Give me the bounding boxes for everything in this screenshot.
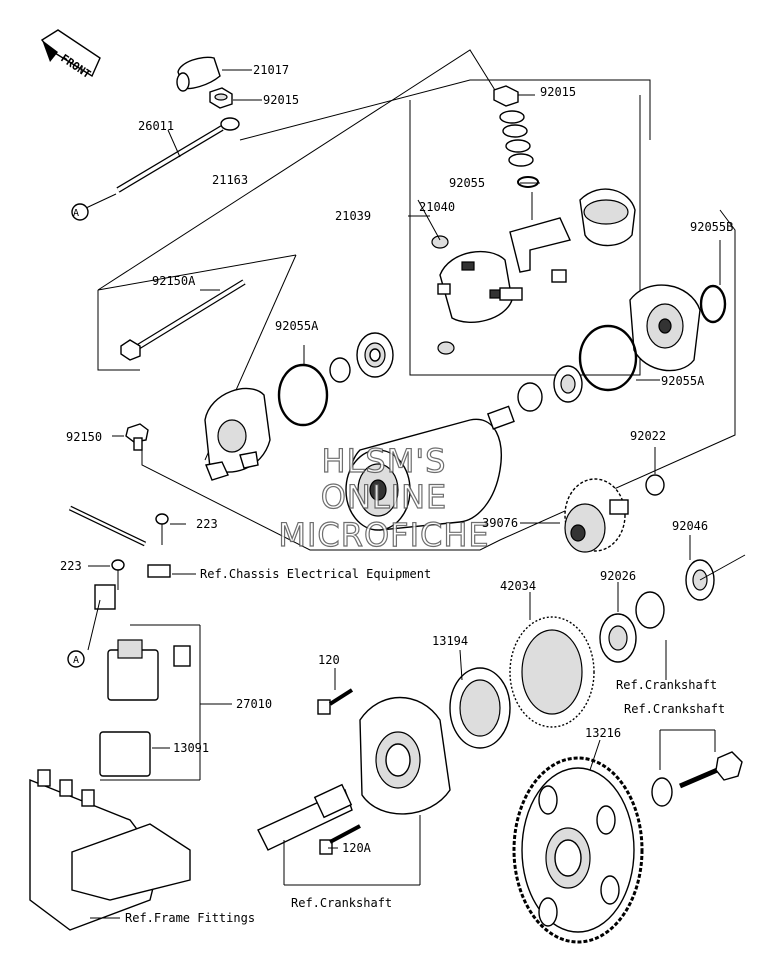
frame-fitting — [29, 769, 191, 931]
relay-cover-13091 — [99, 731, 151, 777]
label-223-a: 223 — [196, 517, 218, 531]
label-21039: 21039 — [335, 209, 371, 223]
yoke-cup — [579, 188, 636, 247]
bearing-left — [356, 332, 394, 378]
label-13091: 13091 — [173, 741, 209, 755]
ref-crankshaft-1: Ref.Crankshaft — [616, 678, 717, 692]
connector-a-top: A — [73, 208, 79, 219]
ref-crankshaft-2: Ref.Crankshaft — [624, 702, 725, 716]
watermark-line-3: MICROFICHE — [278, 516, 489, 554]
label-21040: 21040 — [419, 200, 455, 214]
spacer-92026 — [599, 591, 665, 663]
one-way-clutch-42034 — [509, 616, 595, 728]
o-ring-92055B — [699, 284, 727, 324]
gear-bolt — [651, 751, 743, 807]
bolt-120A — [319, 824, 361, 855]
screw-223-a — [155, 513, 169, 545]
label-120: 120 — [318, 653, 340, 667]
bolt-120 — [317, 688, 354, 715]
starter-clutch-13194 — [449, 667, 511, 749]
ref-crankshaft-3: Ref.Crankshaft — [291, 896, 392, 910]
label-21017: 21017 — [253, 63, 289, 77]
label-26011: 26011 — [138, 119, 174, 133]
label-92150: 92150 — [66, 430, 102, 444]
starter-motor-body — [345, 405, 515, 531]
battery-wire — [68, 505, 171, 610]
front-cover — [629, 284, 701, 372]
label-42034: 42034 — [500, 579, 536, 593]
screw-223-b — [111, 559, 125, 590]
washer-left — [329, 357, 351, 383]
label-92022: 92022 — [630, 429, 666, 443]
connector-a-bottom: A — [73, 655, 79, 666]
label-39076: 39076 — [482, 516, 518, 530]
label-223-b: 223 — [60, 559, 82, 573]
washer-92022 — [645, 474, 665, 496]
brush-holder — [431, 235, 523, 355]
label-92026: 92026 — [600, 569, 636, 583]
washer-stack — [493, 85, 571, 283]
group-outlines — [97, 49, 736, 551]
starter-relay-27010 — [107, 639, 191, 701]
o-ring-92055A-left — [277, 363, 329, 427]
bolt-92150A — [120, 279, 246, 361]
cable-26011 — [71, 117, 240, 221]
ref-chassis-electrical: Ref.Chassis Electrical Equipment — [200, 567, 431, 581]
label-92055: 92055 — [449, 176, 485, 190]
label-92150A: 92150A — [152, 274, 196, 288]
label-21163: 21163 — [212, 173, 248, 187]
watermark-line-2: ONLINE — [321, 478, 448, 516]
bolt-92150 — [112, 423, 149, 451]
label-13194: 13194 — [432, 634, 468, 648]
label-92046: 92046 — [672, 519, 708, 533]
bearing-center — [517, 365, 583, 412]
o-ring-92055A-right — [578, 324, 638, 392]
ref-frame-fittings: Ref.Frame Fittings — [125, 911, 255, 925]
watermark: HLSM'S ONLINE MICROFICHE — [278, 441, 489, 554]
label-27010: 27010 — [236, 697, 272, 711]
clutch-rotor — [359, 696, 451, 815]
label-92055B: 92055B — [690, 220, 733, 234]
leader-lines — [67, 182, 721, 919]
label-13216: 13216 — [585, 726, 621, 740]
idle-gear-39076 — [564, 478, 629, 553]
label-92015-left: 92015 — [263, 93, 299, 107]
label-120A: 120A — [342, 841, 372, 855]
end-cover-left — [204, 387, 271, 481]
part-labels: 21017 92015 26011 21163 92015 92055 2104… — [60, 63, 733, 925]
needle-bearing-92046 — [685, 554, 746, 601]
label-92055A-right: 92055A — [661, 374, 705, 388]
label-92055A-left: 92055A — [275, 319, 319, 333]
crankshaft-end — [257, 783, 353, 851]
front-arrow-icon: FRONT — [40, 29, 101, 81]
starter-gear-13216 — [512, 756, 644, 944]
watermark-line-1: HLSM'S — [322, 442, 447, 480]
nut-92015-left — [209, 87, 262, 109]
boot-21017 — [176, 56, 252, 92]
label-92015-right: 92015 — [540, 85, 576, 99]
